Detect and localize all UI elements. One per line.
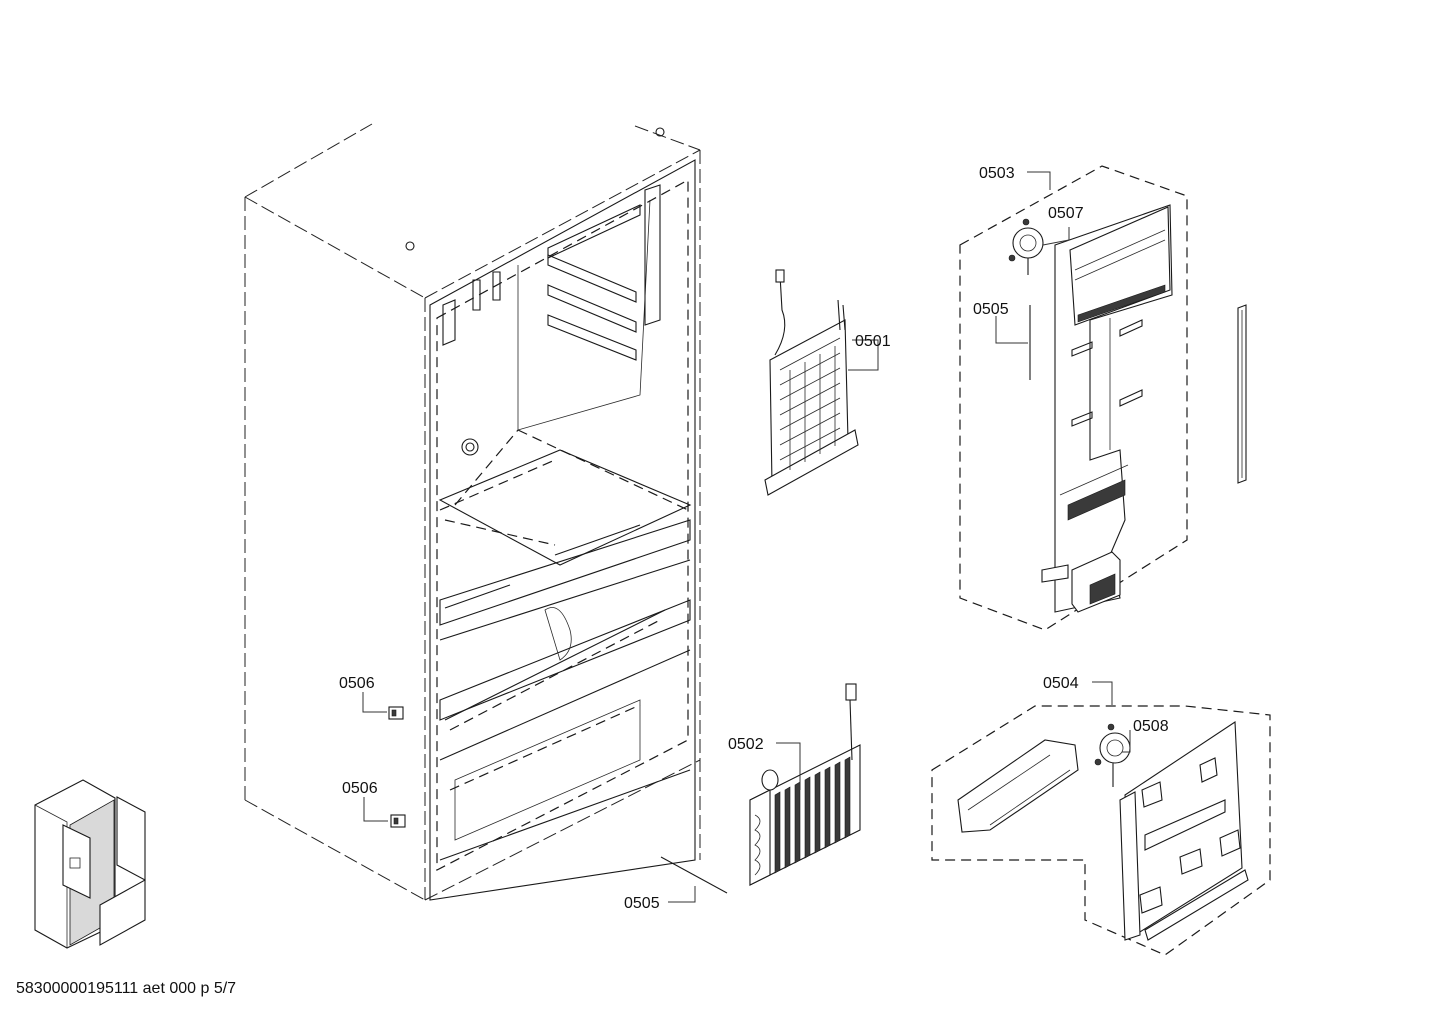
clip-upper bbox=[388, 706, 404, 720]
callout-0508: 0508 bbox=[1133, 718, 1169, 735]
callout-0506-upper: 0506 bbox=[339, 675, 375, 692]
callout-0502: 0502 bbox=[728, 736, 764, 753]
duct-assembly-freezer bbox=[931, 705, 1271, 956]
leader-lines bbox=[362, 171, 1131, 903]
evaporator-lower bbox=[749, 683, 861, 886]
callout-labels: 0501 0502 0503 0504 0505 0505 0506 0506 … bbox=[339, 165, 1169, 912]
thumbnail-overview bbox=[34, 779, 146, 949]
callout-0503: 0503 bbox=[979, 165, 1015, 182]
sensor-lower bbox=[660, 856, 728, 894]
document-footer: 58300000195111 aet 000 p 5/7 bbox=[16, 980, 237, 997]
callout-0505-upper: 0505 bbox=[973, 301, 1009, 318]
callout-0506-lower: 0506 bbox=[342, 780, 378, 797]
evaporator-lower-fins bbox=[774, 756, 851, 874]
callout-0501: 0501 bbox=[855, 333, 891, 350]
fan-freezer bbox=[1094, 723, 1131, 787]
evaporator-fins bbox=[779, 337, 841, 470]
cabinet-assembly bbox=[244, 123, 701, 901]
callout-0505-lower: 0505 bbox=[624, 895, 660, 912]
clip-lower bbox=[390, 814, 406, 828]
evaporator-upper bbox=[764, 269, 859, 496]
fan-fridge bbox=[1008, 218, 1044, 275]
callout-0507: 0507 bbox=[1048, 205, 1084, 222]
callout-0504: 0504 bbox=[1043, 675, 1079, 692]
duct-assembly-fridge bbox=[959, 165, 1247, 631]
